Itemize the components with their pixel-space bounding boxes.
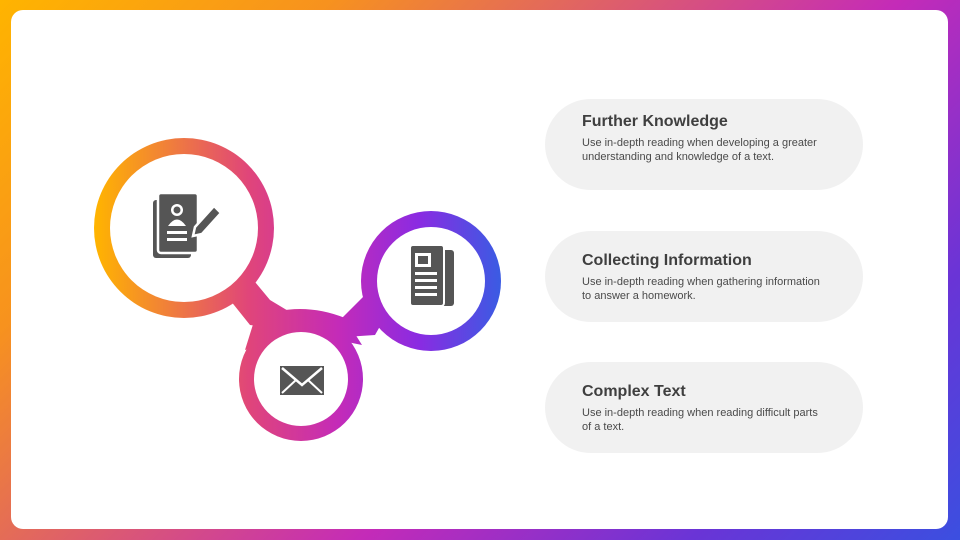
card-title: Complex Text (582, 383, 686, 400)
card-collecting-information: Collecting Information Use in-depth read… (545, 231, 863, 322)
card-complex-text: Complex Text Use in-depth reading when r… (545, 362, 863, 453)
card-description: Use in-depth reading when gathering info… (582, 276, 820, 302)
card-further-knowledge: Further Knowledge Use in-depth reading w… (545, 99, 863, 190)
card-title: Further Knowledge (582, 113, 728, 130)
newspaper-icon (409, 244, 454, 307)
card-title: Collecting Information (582, 252, 752, 269)
card-description: Use in-depth reading when reading diffic… (582, 407, 818, 433)
resume-edit-icon (153, 191, 223, 258)
envelope-icon (280, 366, 324, 395)
card-description: Use in-depth reading when developing a g… (582, 137, 817, 163)
